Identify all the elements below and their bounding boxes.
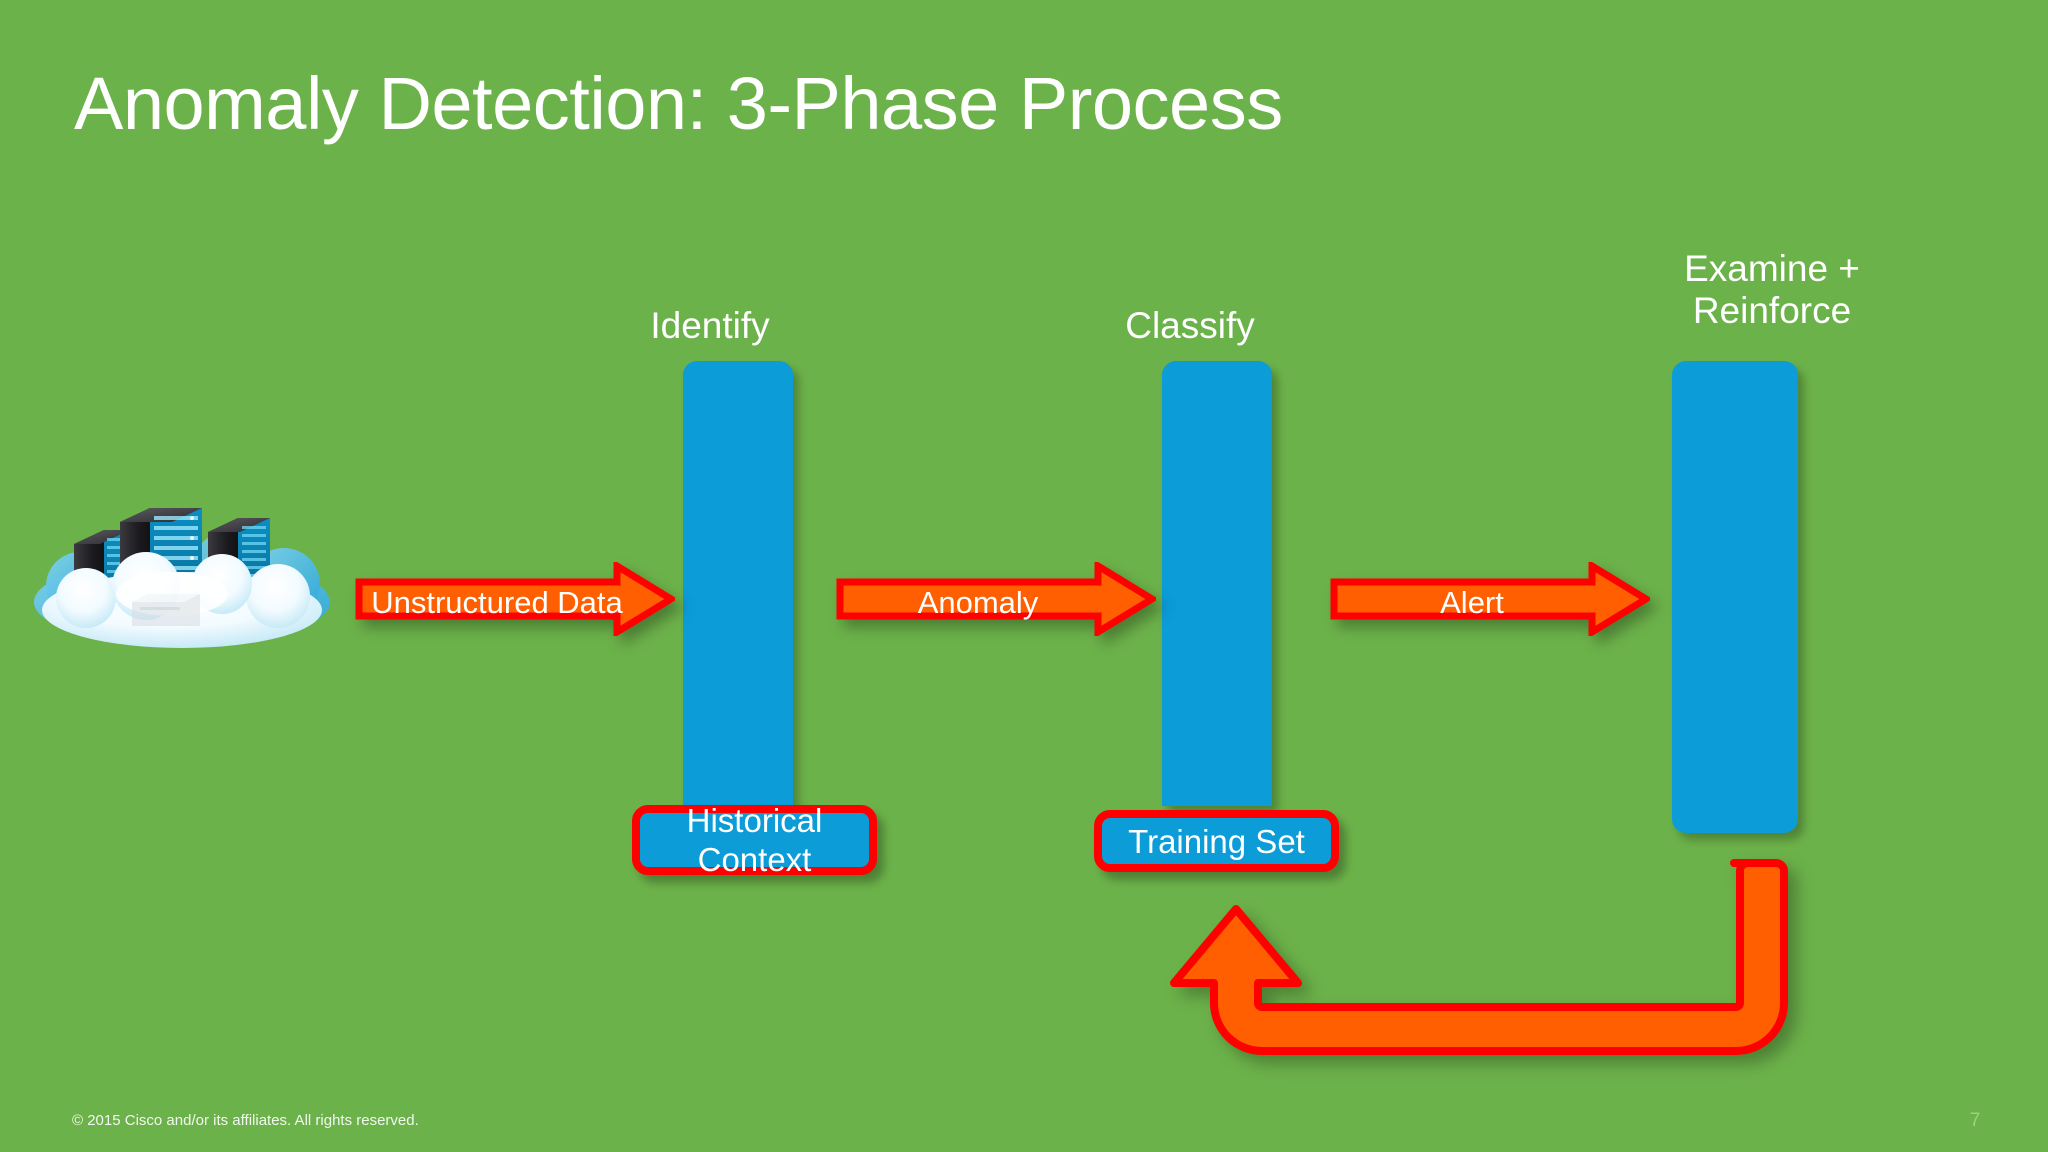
cloud-servers-icon [22, 452, 342, 652]
flow-arrow-unstructured-data: Unstructured Data [355, 562, 675, 636]
flow-arrow-label: Alert [1440, 585, 1504, 620]
classify-bar[interactable] [1162, 361, 1272, 806]
identify-bar[interactable] [683, 361, 793, 806]
page-number: 7 [1969, 1110, 1981, 1131]
flow-arrow-anomaly: Anomaly [836, 562, 1156, 636]
phase-label-examine-reinforce: Examine + Reinforce [1684, 248, 1860, 331]
historical-context-box[interactable]: Historical Context [632, 802, 877, 878]
feedback-loop-arrow [1140, 855, 1860, 1075]
footer-copyright: © 2015 Cisco and/or its affiliates. All … [72, 1112, 419, 1129]
phase-label-classify: Classify [1125, 305, 1255, 346]
flow-arrow-label: Anomaly [917, 585, 1039, 620]
examine-reinforce-bar[interactable] [1672, 361, 1798, 833]
flow-arrow-alert: Alert [1330, 562, 1650, 636]
flow-arrow-label: Unstructured Data [371, 585, 623, 620]
phase-label-identify: Identify [650, 305, 770, 346]
training-set-box[interactable]: Training Set [1094, 810, 1339, 872]
page-title: Anomaly Detection: 3-Phase Process [74, 62, 1283, 145]
